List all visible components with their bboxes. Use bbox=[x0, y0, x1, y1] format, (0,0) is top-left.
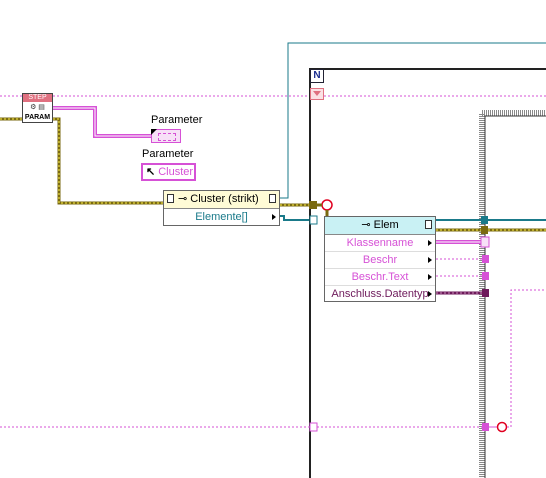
beschr-tunnel[interactable] bbox=[482, 255, 489, 263]
string-wire-to-parameter bbox=[53, 106, 151, 138]
anschluss-datentyp-label: Anschluss.Datentyp bbox=[331, 288, 429, 300]
parameter-label-top: Parameter bbox=[151, 114, 203, 126]
doc-icon bbox=[167, 194, 174, 203]
array-wire bbox=[280, 215, 310, 221]
elem-row-klassenname[interactable]: Klassenname bbox=[325, 235, 435, 252]
step-subvi-caption: PARAM bbox=[24, 114, 51, 121]
key-icon: ⊸ bbox=[361, 219, 374, 231]
reference-arrow-icon: ↖ bbox=[146, 166, 156, 178]
step-subvi-banner: STEP bbox=[23, 94, 52, 102]
cluster-wire-step-to-unbundle bbox=[53, 117, 163, 205]
output-arrow-icon bbox=[428, 257, 432, 263]
elem-cluster-tunnel[interactable] bbox=[481, 226, 488, 234]
elem-row-anschluss-datentyp[interactable]: Anschluss.Datentyp bbox=[325, 286, 435, 303]
elemente-label: Elemente[] bbox=[195, 211, 248, 223]
loop-dropdown-icon[interactable] bbox=[310, 88, 324, 100]
datentyp-tunnel[interactable] bbox=[482, 289, 489, 297]
cluster-reference-control[interactable]: ↖Cluster bbox=[141, 163, 196, 181]
elem-row-beschr-text[interactable]: Beschr.Text bbox=[325, 269, 435, 286]
unbundle-header-label: Cluster (strikt) bbox=[190, 193, 259, 205]
output-arrow-icon bbox=[428, 274, 432, 280]
output-arrow-icon bbox=[272, 214, 276, 220]
array-tunnel[interactable] bbox=[309, 215, 318, 225]
klassenname-tunnel[interactable] bbox=[480, 236, 490, 248]
doc-icon-right bbox=[269, 194, 276, 203]
beschr-text-label: Beschr.Text bbox=[351, 271, 409, 283]
for-loop-frame[interactable] bbox=[309, 68, 546, 478]
shift-register-left[interactable] bbox=[309, 201, 317, 209]
loop-count-terminal[interactable]: N bbox=[310, 69, 324, 83]
beschr-text-tunnel[interactable] bbox=[482, 272, 489, 280]
bottom-shift-register-init[interactable] bbox=[496, 421, 508, 433]
step-param-subvi[interactable]: STEP ⚙ ▤ PARAM bbox=[22, 93, 53, 123]
unbundle-output-row[interactable]: Elemente[] bbox=[164, 209, 279, 226]
unbundle-header[interactable]: ⊸ Cluster (strikt) bbox=[164, 191, 279, 209]
key-icon: ⊸ bbox=[178, 193, 188, 205]
step-subvi-icon: ⚙ ▤ bbox=[30, 104, 45, 111]
inner-structure-frame[interactable] bbox=[479, 110, 546, 478]
klassenname-label: Klassenname bbox=[346, 237, 414, 249]
elem-property-node[interactable]: ⊸ Elem Klassenname Beschr Beschr.Text An… bbox=[324, 216, 436, 302]
elem-header-label: Elem bbox=[373, 219, 399, 231]
reference-wire-top bbox=[280, 42, 546, 199]
cluster-strict-property-node[interactable]: ⊸ Cluster (strikt) Elemente[] bbox=[163, 190, 280, 226]
cluster-reference-label: Cluster bbox=[158, 166, 194, 178]
parameter-property-node[interactable] bbox=[151, 129, 181, 143]
shift-register-init[interactable] bbox=[321, 199, 333, 211]
output-arrow-icon bbox=[428, 240, 432, 246]
elem-header[interactable]: ⊸ Elem bbox=[325, 217, 435, 235]
bottom-shift-register[interactable] bbox=[482, 423, 489, 431]
elem-row-beschr[interactable]: Beschr bbox=[325, 252, 435, 269]
property-node-icon bbox=[151, 129, 157, 135]
output-arrow-icon bbox=[428, 291, 432, 297]
parameter-label-bottom: Parameter bbox=[142, 148, 194, 160]
doc-icon bbox=[425, 220, 432, 229]
string-wire-loop-back bbox=[507, 289, 546, 428]
inner-structure-border bbox=[484, 115, 546, 478]
bottom-tunnel[interactable] bbox=[309, 422, 318, 432]
elem-ref-tunnel[interactable] bbox=[481, 216, 488, 224]
beschr-label: Beschr bbox=[362, 254, 398, 266]
